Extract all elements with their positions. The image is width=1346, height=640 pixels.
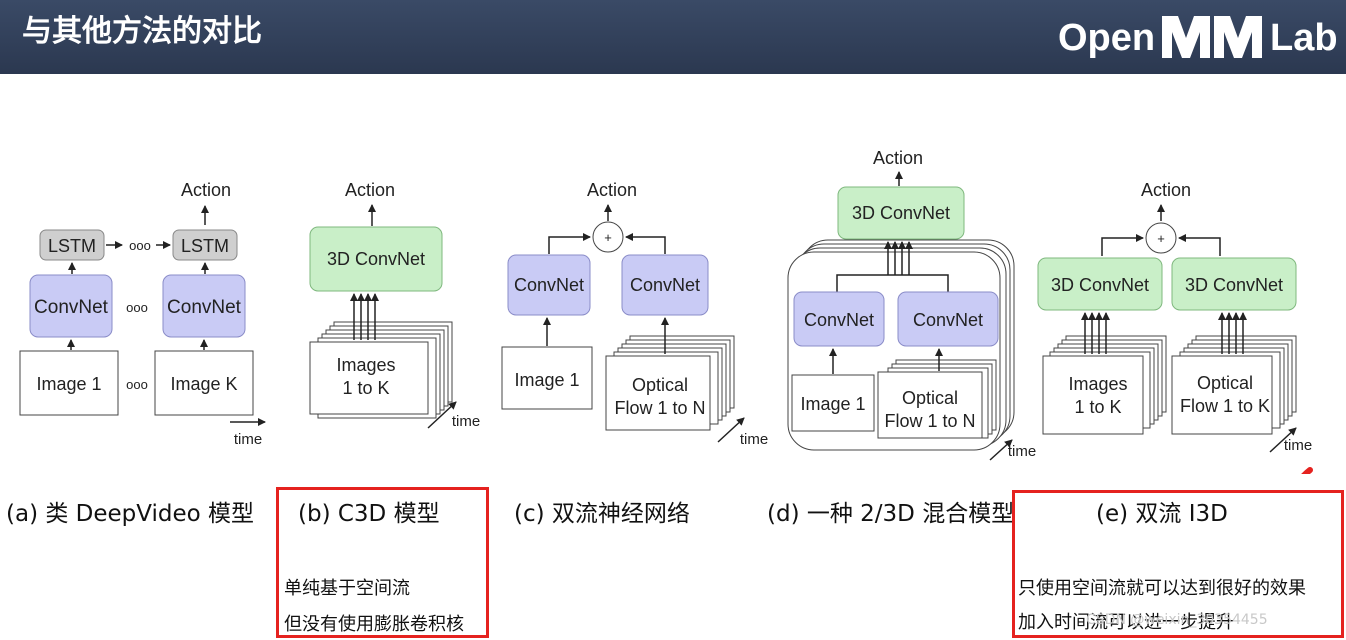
openmmlab-logo: Open Lab: [1058, 16, 1338, 59]
panel-e-3d-convnet-rgb-label: 3D ConvNet: [1051, 275, 1149, 295]
panel-d-flow-line1: Optical: [902, 388, 958, 408]
panel-b-images-line1: Images: [336, 355, 395, 375]
panel-b-images-stack: [309, 341, 429, 415]
panel-c-flow-line2: Flow 1 to N: [614, 398, 705, 418]
panel-e-optical-flow-stack: [1171, 355, 1273, 435]
panel-d-flow-line2: Flow 1 to N: [884, 411, 975, 431]
note-e-line1: 只使用空间流就可以达到很好的效果: [1018, 578, 1306, 599]
panel-a-image-1: [19, 350, 119, 416]
caption-b: (b) C3D 模型: [298, 501, 440, 527]
panel-d-convnet-temporal: [897, 291, 999, 347]
panel-d-time-label: time: [1008, 443, 1036, 460]
panel-c-convnet-temporal-label: ConvNet: [630, 275, 700, 295]
panel-d-image-label: Image 1: [800, 394, 865, 414]
panel-e-action-label: Action: [1141, 180, 1191, 200]
panel-b-time-label: time: [452, 413, 480, 430]
panel-a-action-label: Action: [181, 180, 231, 200]
panel-d-hybrid: Action 3D ConvNet ConvNet ConvNet Image …: [787, 148, 1036, 461]
panel-a-image-k: [154, 350, 254, 416]
panel-a-convnet-2-label: ConvNet: [167, 297, 242, 318]
panel-e-flow-line2: Flow 1 to K: [1180, 396, 1270, 416]
panel-e-images-stack: [1042, 355, 1144, 435]
panel-b-3d-convnet: [309, 226, 443, 292]
panel-a-image-1-label: Image 1: [36, 374, 101, 394]
panel-a-dots-image: ooo: [126, 377, 148, 392]
csdn-watermark: CSDN @weixin_30354455: [1086, 612, 1268, 628]
panel-c-optical-flow-stack: [605, 355, 711, 431]
panel-c-convnet-spatial-label: ConvNet: [514, 275, 584, 295]
panel-d-3d-convnet-label: 3D ConvNet: [852, 203, 950, 223]
annotation-box-b: [276, 487, 489, 638]
panel-b-images-line2: 1 to K: [342, 378, 389, 398]
panel-c-image-label: Image 1: [514, 370, 579, 390]
caption-e: (e) 双流 I3D: [1096, 501, 1228, 527]
panel-b-c3d: Action 3D ConvNet Images 1 to K time: [309, 180, 480, 430]
panel-c-plus-label: +: [604, 230, 612, 245]
panel-c-two-stream: Action + ConvNet ConvNet Image 1 Optical…: [501, 180, 768, 448]
panel-b-action-label: Action: [345, 180, 395, 200]
panel-e-time-label: time: [1284, 437, 1312, 454]
panel-e-3d-convnet-rgb: [1037, 257, 1163, 311]
panel-d-convnet-spatial-label: ConvNet: [804, 310, 874, 330]
slide-header: 与其他方法的对比 Open Lab: [0, 0, 1346, 74]
caption-a: (a) 类 DeepVideo 模型: [6, 501, 255, 527]
panel-c-time-label: time: [740, 431, 768, 448]
svg-text:Lab: Lab: [1270, 17, 1338, 59]
panel-c-convnet-spatial: [507, 254, 591, 316]
svg-text:Open: Open: [1058, 17, 1155, 59]
panel-a-convnet-1-label: ConvNet: [34, 297, 109, 318]
caption-c: (c) 双流神经网络: [514, 501, 690, 527]
panel-a-image-k-label: Image K: [170, 374, 237, 394]
panel-a-lstm-1-label: LSTM: [48, 236, 96, 256]
panel-e-flow-line1: Optical: [1197, 373, 1253, 393]
panel-a-convnet-1: [29, 274, 113, 338]
panel-c-action-label: Action: [587, 180, 637, 200]
panel-a-lstm-1: [39, 229, 105, 261]
panel-e-images-line1: Images: [1068, 374, 1127, 394]
panel-c-flow-line1: Optical: [632, 375, 688, 395]
architecture-diagram: Action LSTM LSTM ooo ConvNet ConvNet ooo…: [19, 148, 1313, 474]
slide-title: 与其他方法的对比: [22, 14, 262, 49]
panel-a-dots-lstm: ooo: [129, 238, 151, 253]
panel-a-dots-convnet: ooo: [126, 300, 148, 315]
panel-b-3d-convnet-label: 3D ConvNet: [327, 249, 425, 269]
panel-d-convnet-temporal-label: ConvNet: [913, 310, 983, 330]
panel-a-lstm-2-label: LSTM: [181, 236, 229, 256]
note-b-line1: 单纯基于空间流: [284, 578, 410, 599]
annotation-box-e: [1012, 490, 1344, 638]
check-icon: [1301, 467, 1313, 474]
panel-a-lstm-2: [172, 229, 238, 261]
panel-e-two-stream-i3d: Action + 3D ConvNet 3D ConvNet Images 1 …: [1037, 180, 1312, 454]
panel-d-image: [791, 374, 875, 432]
panel-a-convnet-2: [162, 274, 246, 338]
panel-c-image: [501, 346, 593, 410]
panel-e-images-line2: 1 to K: [1074, 397, 1121, 417]
note-b-line2: 但没有使用膨胀卷积核: [284, 614, 464, 635]
panel-d-action-label: Action: [873, 148, 923, 168]
panel-d-convnet-spatial: [793, 291, 885, 347]
panel-c-convnet-temporal: [621, 254, 709, 316]
panel-e-3d-convnet-flow-label: 3D ConvNet: [1185, 275, 1283, 295]
panel-e-3d-convnet-flow: [1171, 257, 1297, 311]
panel-d-optical-flow-stack: [877, 371, 983, 439]
caption-d: (d) 一种 2/3D 混合模型: [767, 501, 1015, 527]
note-e-line2: 加入时间流可以进一步提升: [1018, 612, 1234, 633]
panel-a-time-label: time: [234, 431, 262, 448]
panel-a-deepvideo: Action LSTM LSTM ooo ConvNet ConvNet ooo…: [19, 180, 266, 448]
panel-d-3d-convnet: [837, 186, 965, 240]
panel-e-plus-label: +: [1157, 231, 1165, 246]
